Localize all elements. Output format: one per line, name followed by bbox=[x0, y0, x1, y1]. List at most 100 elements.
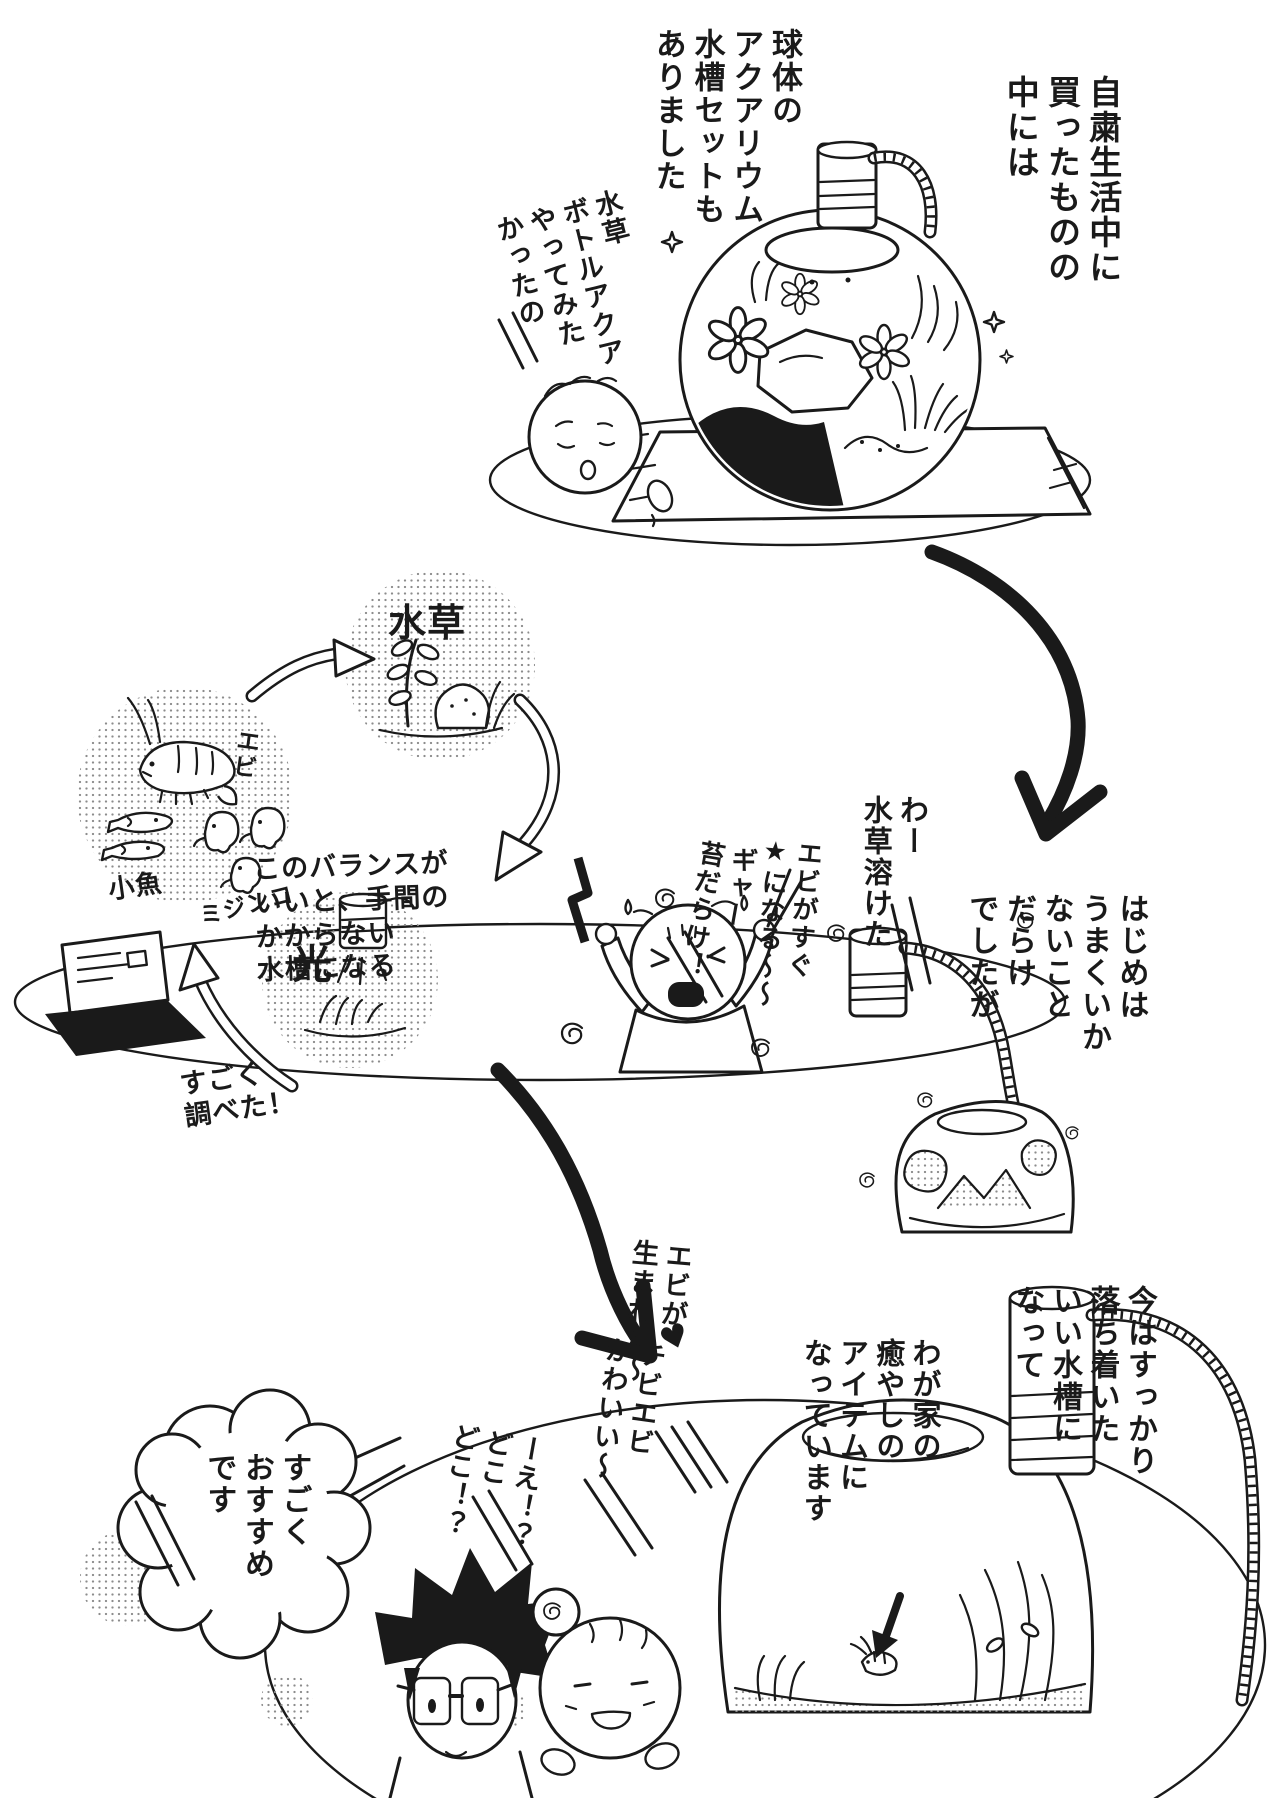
swirl-mark bbox=[859, 1172, 875, 1188]
torso bbox=[618, 1004, 764, 1074]
ground-line bbox=[378, 726, 504, 738]
sprout bbox=[750, 260, 781, 304]
mouth bbox=[444, 1750, 468, 1758]
air-tube bbox=[867, 150, 938, 239]
speed-lines bbox=[583, 1471, 654, 1557]
balance-note: このバランスが いいと、手間の かからない 水槽になる bbox=[252, 847, 450, 987]
hand bbox=[644, 1742, 680, 1770]
swirl-mark bbox=[917, 1092, 933, 1108]
observer-person bbox=[527, 375, 674, 528]
forehead-lines bbox=[666, 923, 698, 940]
speed-lines bbox=[666, 930, 724, 1004]
air-tube bbox=[1085, 1307, 1261, 1707]
speed-lines bbox=[471, 1489, 534, 1572]
speed-lines bbox=[890, 896, 932, 992]
algae-blob bbox=[904, 1150, 947, 1192]
sweat-drops bbox=[624, 894, 749, 916]
halftone-dot-circle bbox=[261, 1674, 313, 1726]
fish-drawing bbox=[100, 811, 174, 862]
transition-arrow-2 bbox=[490, 1062, 658, 1364]
caption-product: 球体の アクアリウム 水槽セットも ありました bbox=[649, 28, 802, 226]
feather-plant bbox=[910, 274, 959, 352]
sparkle-icon bbox=[999, 349, 1014, 364]
hair-bun bbox=[531, 1587, 581, 1637]
filter-cup bbox=[816, 140, 878, 230]
spiky-hair bbox=[375, 1548, 562, 1678]
caption-now: 今はすっかり 落ち着いた いい水槽に なって bbox=[1009, 1285, 1158, 1477]
panel1-scene bbox=[488, 140, 1092, 547]
cycle-node-creatures bbox=[77, 687, 293, 903]
moss-mound bbox=[843, 435, 929, 454]
cycle-fish-label: 小魚 bbox=[106, 868, 165, 906]
caption-struggle: はじめは うまくいか ないこと だらけ でしたが bbox=[963, 893, 1149, 1053]
filter-cup bbox=[1008, 1285, 1096, 1476]
head bbox=[538, 1616, 682, 1760]
cycle-arrow-light-to-creatures bbox=[178, 942, 299, 1093]
algae-scraper bbox=[567, 856, 593, 944]
closed-eyes bbox=[556, 441, 616, 449]
panicked-person bbox=[567, 856, 804, 1074]
eyebrows bbox=[554, 420, 614, 428]
shrimp-drawing bbox=[126, 696, 238, 806]
grass-blades bbox=[484, 680, 516, 730]
bottle-dome bbox=[717, 1398, 1095, 1714]
gravel-mound bbox=[938, 1170, 1030, 1208]
panel3-scene bbox=[80, 1285, 1267, 1798]
bun-hair-person bbox=[531, 1587, 682, 1776]
cycle-plants-label: 水草 bbox=[388, 601, 467, 645]
rock bbox=[756, 328, 874, 414]
head bbox=[629, 903, 747, 1021]
lamp-drawing bbox=[303, 892, 416, 1038]
grass-plants bbox=[958, 1560, 1055, 1702]
cycle-node-plants bbox=[345, 570, 535, 760]
speed-lines bbox=[497, 311, 539, 370]
hand bbox=[646, 479, 674, 513]
open-smile bbox=[590, 1710, 632, 1730]
cycle-light-label: 光 bbox=[292, 942, 333, 988]
speech-where: ーえ！？ どこ どこ！？ bbox=[430, 1420, 548, 1552]
bottle-rim bbox=[936, 1108, 1028, 1136]
laptop bbox=[45, 930, 206, 1056]
aquarium-bowl bbox=[678, 208, 982, 512]
messy-bottle bbox=[848, 926, 1075, 1234]
tweezers bbox=[766, 868, 804, 932]
stem-plant bbox=[404, 638, 418, 728]
caption-healing: わが家の 癒やしの アイテムに なっています bbox=[799, 1338, 942, 1524]
hair-strokes bbox=[543, 375, 618, 398]
eyes bbox=[573, 1680, 649, 1688]
grass-plant bbox=[891, 374, 973, 434]
hair-curl bbox=[655, 888, 675, 909]
speech-melted: わー 水草溶けた bbox=[859, 795, 930, 950]
display-bottle bbox=[717, 1398, 1095, 1714]
hair-strokes bbox=[588, 1618, 648, 1650]
bottle-body bbox=[894, 1100, 1075, 1234]
swirl-mark bbox=[1065, 1126, 1079, 1140]
left-hand bbox=[594, 922, 618, 946]
light-rays bbox=[336, 954, 388, 986]
speed-lines bbox=[654, 1420, 729, 1494]
transition-arrow-1 bbox=[924, 544, 1108, 842]
mouth bbox=[579, 459, 597, 481]
substrate-band bbox=[735, 1684, 1085, 1712]
sparkle-icon bbox=[982, 310, 1006, 334]
shrimp-pointer-arrow bbox=[872, 1592, 904, 1658]
caption-intro: 自粛生活中に 買ったものの 中には bbox=[1001, 75, 1123, 285]
cycle-arrow-creatures-to-plants bbox=[245, 638, 376, 703]
left-plants bbox=[756, 1654, 806, 1702]
baby-shrimp bbox=[849, 1635, 898, 1676]
lamp-plants bbox=[318, 994, 384, 1026]
cloud-bubble bbox=[80, 1388, 406, 1660]
cycle-arrow-plants-to-light bbox=[494, 693, 560, 882]
cheek-lines bbox=[564, 1700, 656, 1711]
bubble-recommend: すごく おすすめ です bbox=[201, 1452, 312, 1580]
daphnia-drawing bbox=[192, 806, 286, 894]
shoulders bbox=[388, 1750, 534, 1798]
squeezed-eyes bbox=[650, 946, 726, 968]
speed-lines bbox=[134, 1494, 196, 1587]
algae-blob bbox=[1021, 1140, 1056, 1175]
spiky-hair-person bbox=[375, 1548, 562, 1798]
cycle-node-light bbox=[262, 892, 438, 1068]
shouting-mouth bbox=[668, 982, 704, 1007]
